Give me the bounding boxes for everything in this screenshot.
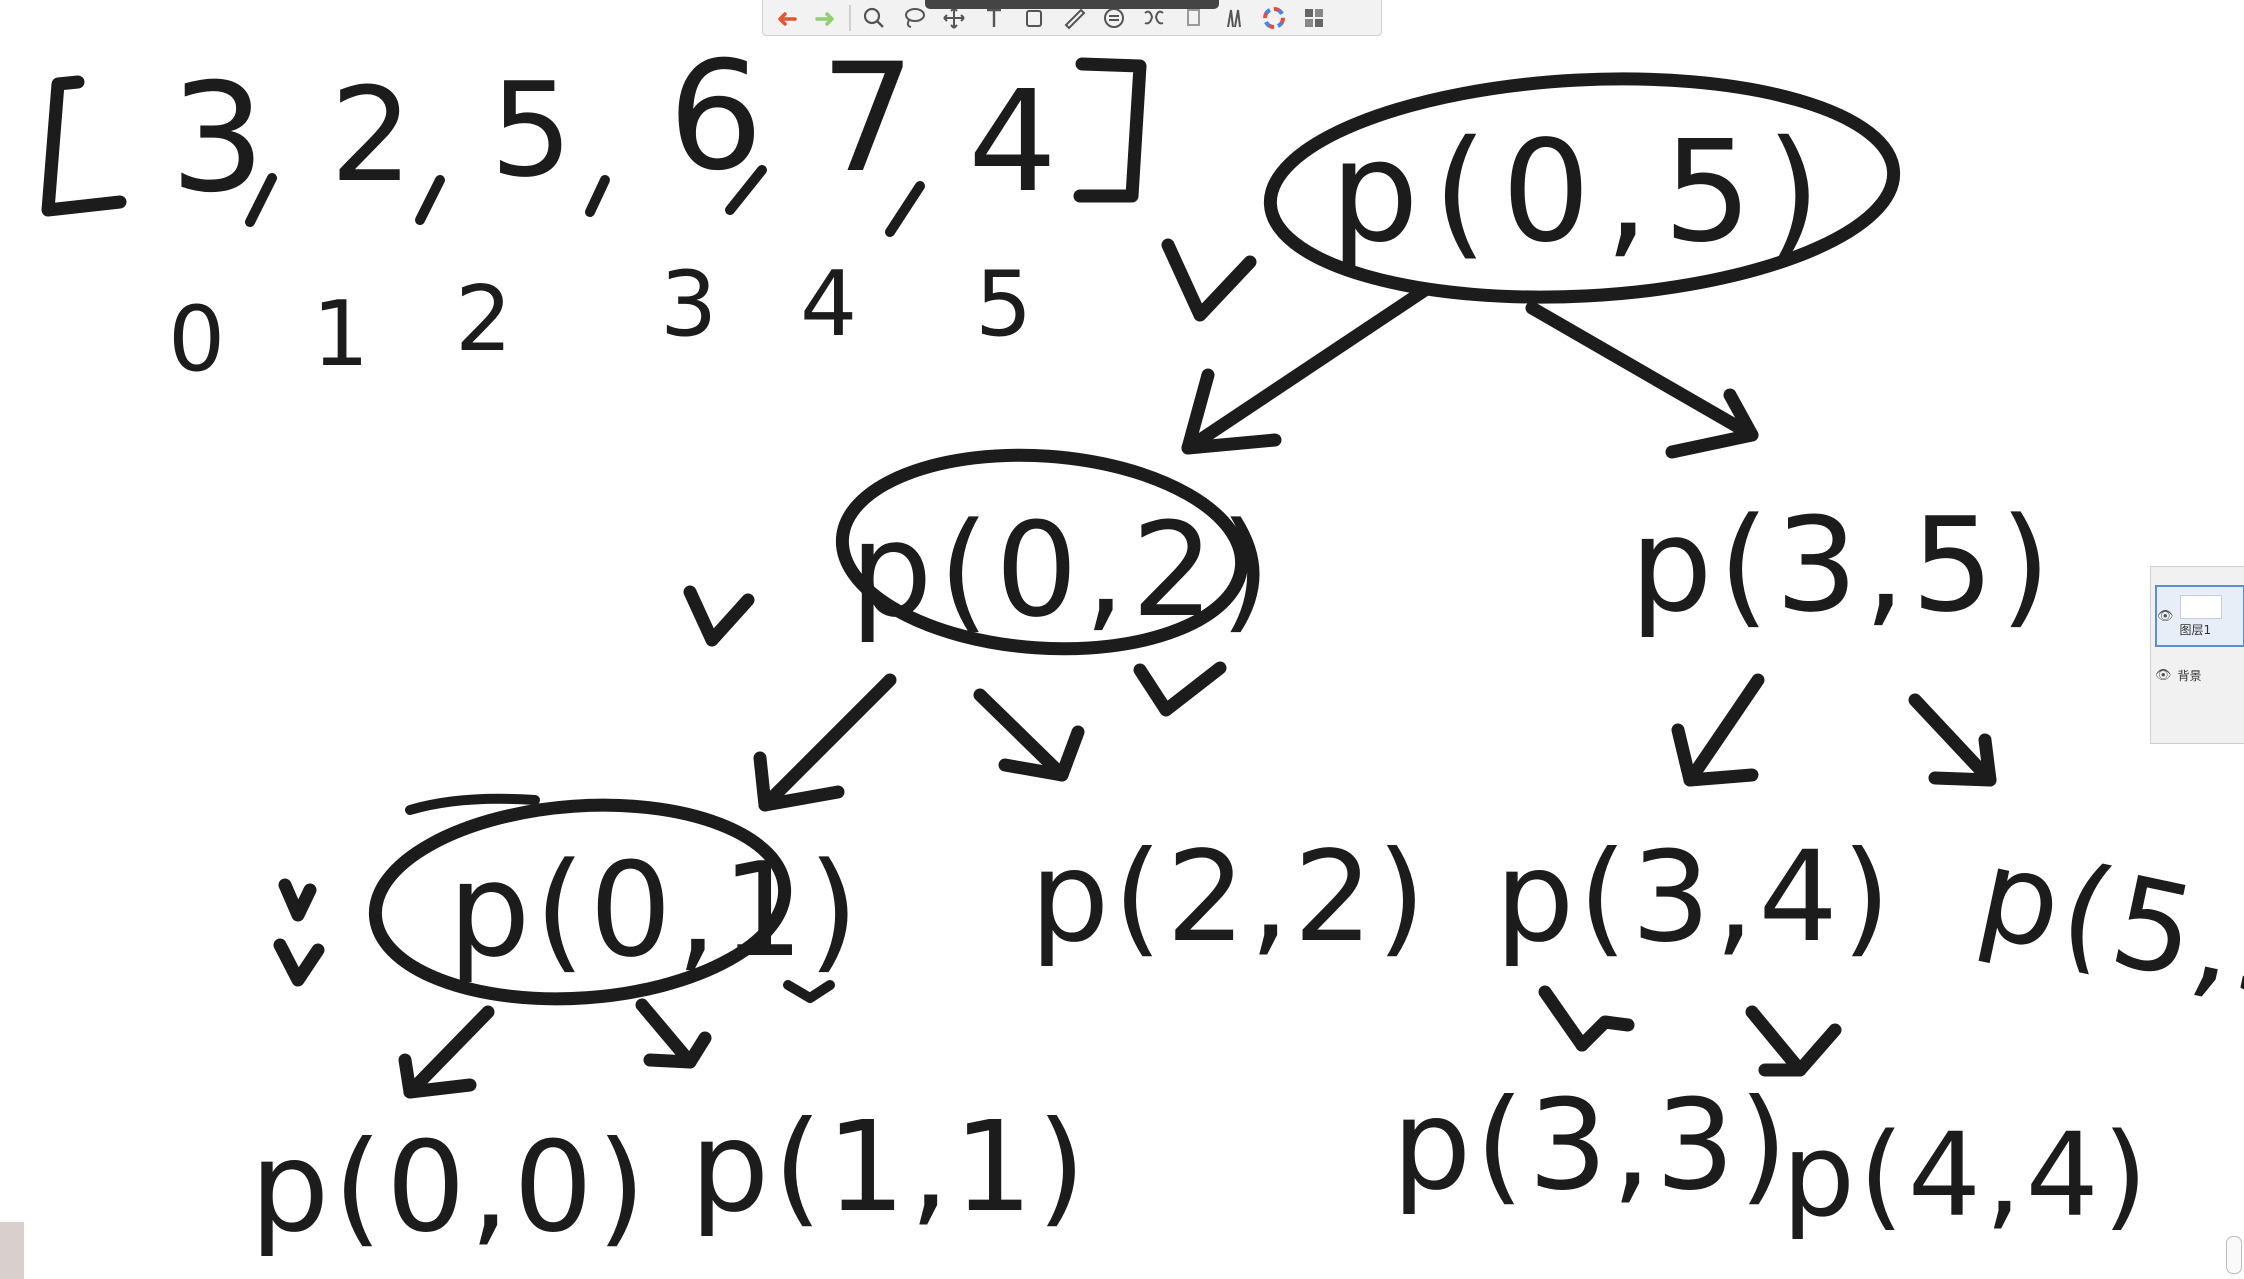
arrow-head [1181, 368, 1282, 455]
tree-node-left: p(0,2) [850, 494, 1277, 646]
layer-row[interactable]: 👁 图层1 [2155, 585, 2244, 647]
arrow-ll-left [403, 1005, 495, 1099]
comma [245, 173, 277, 227]
check-mark [278, 878, 317, 922]
eraser-icon[interactable] [1017, 3, 1051, 33]
array-index: 5 [975, 252, 1032, 357]
arrow-head [1575, 1015, 1635, 1052]
color-wheel-icon[interactable] [1257, 3, 1291, 33]
toolbar-drag-handle[interactable] [925, 0, 1219, 9]
layer-thumbnail [2179, 594, 2222, 619]
arrow-right-left [1683, 673, 1765, 787]
eye-icon[interactable]: 👁 [2157, 608, 2174, 624]
layer-row[interactable]: 👁 背景 [2155, 667, 2244, 684]
redo-icon[interactable] [809, 3, 843, 33]
arrow-right-right [1908, 693, 1997, 787]
arrow-root-left [1181, 283, 1432, 455]
array-index: 3 [660, 252, 717, 357]
check-mark [1161, 238, 1257, 322]
arrow-left-left [758, 673, 897, 812]
comma [885, 181, 925, 237]
copy-icon[interactable] [1177, 3, 1211, 33]
array-value: 3 [170, 52, 265, 226]
arrow-head [1928, 733, 1997, 787]
tree-node-root: p(0,5) [1330, 111, 1835, 274]
comma [725, 165, 767, 215]
tree-node-right-left: p(3,4) [1495, 825, 1895, 970]
array-index: 0 [168, 287, 225, 392]
arrow-rl-right [1745, 1005, 1807, 1077]
tree-node-rlr: p(4,4) [1782, 1109, 2152, 1243]
array-value: 4 [968, 61, 1057, 224]
move-icon[interactable] [937, 3, 971, 33]
comma [415, 175, 445, 225]
tree-node-llr: p(1,1) [690, 1095, 1090, 1240]
tree-node-lll: p(0,0) [250, 1115, 650, 1260]
check-mark [683, 585, 755, 647]
corner-widget [0, 1222, 24, 1279]
array-index: 4 [800, 252, 857, 357]
drawing-toolbar [762, 0, 1382, 36]
arrow-rl-left [1538, 985, 1589, 1052]
array-value: 6 [668, 30, 763, 204]
array-value: 5 [490, 54, 573, 206]
arrow-head [1758, 1023, 1842, 1077]
check-mark [273, 938, 325, 987]
toolbar-divider [849, 4, 851, 31]
circle-overlap-stroke [405, 793, 540, 815]
arrow-root-right [1525, 301, 1759, 442]
check-mark [783, 980, 835, 1003]
arrow-head [998, 725, 1085, 782]
arrow-head [1671, 723, 1759, 787]
check-mark [1133, 661, 1227, 717]
arrow-left-right [973, 688, 1069, 782]
layer-name: 背景 [2177, 669, 2202, 683]
brush-icon[interactable] [1217, 3, 1251, 33]
array-value: 2 [330, 59, 413, 211]
grid-icon[interactable] [1297, 3, 1331, 33]
tree-node-rll: p(3,3) [1392, 1073, 1792, 1218]
array-index: 2 [455, 267, 512, 372]
array-index: 1 [312, 282, 369, 387]
arrow-head [753, 751, 845, 812]
root-node-circle [1263, 72, 1901, 304]
scroll-handle[interactable] [2226, 1236, 2242, 1274]
array-close-bracket [1073, 57, 1147, 203]
lasso-icon[interactable] [897, 3, 931, 33]
tree-node-left-right: p(2,2) [1030, 825, 1430, 970]
text-icon[interactable] [977, 3, 1011, 33]
tree-node-right-right: p(5,5) [1967, 820, 2244, 1045]
array-open-bracket [41, 75, 127, 217]
array-value: 7 [820, 32, 915, 206]
arrow-head [1665, 388, 1759, 459]
arrow-head [643, 1031, 712, 1069]
ruler-icon[interactable] [1057, 3, 1091, 33]
arrow-ll-right [635, 998, 697, 1069]
tree-node-left-left: p(0,1) [448, 834, 863, 986]
eye-icon[interactable]: 👁 [2155, 668, 2172, 683]
comma [585, 175, 610, 217]
zoom-icon[interactable] [857, 3, 891, 33]
undo-icon[interactable] [769, 3, 803, 33]
tree-node-right: p(3,5) [1630, 489, 2057, 641]
symmetry-icon[interactable] [1137, 3, 1171, 33]
layers-panel: 👁 图层1 👁 背景 [2150, 566, 2244, 744]
left-node-circle [835, 448, 1249, 656]
layer-name: 图层1 [2179, 622, 2212, 637]
arrow-head [398, 1053, 477, 1099]
left-left-node-circle [368, 798, 792, 1006]
